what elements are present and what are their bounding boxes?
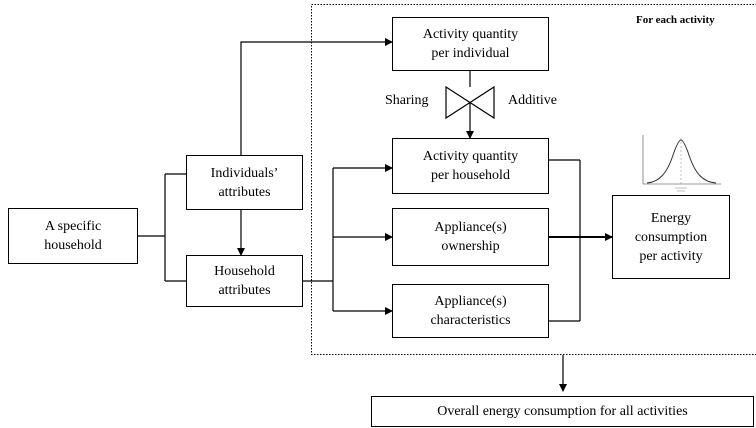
- node-aq-household-line1: Activity quantity: [422, 149, 519, 164]
- node-activity-quantity-per-household: Activity quantity per household: [392, 138, 549, 194]
- node-energy-line2: consumption: [634, 229, 708, 245]
- node-individuals-attributes: Individuals’ attributes: [186, 155, 303, 210]
- node-energy-consumption-per-activity: Energy consumption per activity: [612, 195, 730, 279]
- node-ownership-line1: Appliance(s): [434, 220, 507, 235]
- node-overall-line1: Overall energy consumption for all activ…: [437, 404, 688, 419]
- node-household-attributes-line1: Household: [214, 264, 275, 279]
- node-aq-individual-line1: Activity quantity: [422, 27, 519, 42]
- node-specific-household-line1: A specific: [44, 219, 102, 234]
- node-household-attributes: Household attributes: [186, 255, 303, 307]
- node-specific-household-line2: household: [44, 238, 102, 253]
- node-characteristics-line2: characteristics: [430, 313, 511, 328]
- normal-distribution-chart-icon: [642, 135, 721, 192]
- node-activity-quantity-per-individual: Activity quantity per individual: [392, 17, 549, 71]
- node-individuals-attributes-line2: attributes: [218, 184, 271, 200]
- node-appliance-characteristics: Appliance(s) characteristics: [392, 284, 549, 338]
- node-characteristics-line1: Appliance(s): [434, 294, 507, 309]
- node-aq-household-line2: per household: [431, 168, 510, 183]
- node-energy-line1: Energy: [650, 210, 692, 226]
- valve-label-additive: Additive: [508, 93, 557, 108]
- node-ownership-line2: ownership: [441, 239, 500, 254]
- node-specific-household: A specific household: [8, 208, 138, 264]
- arrow-individuals-to-aq-individual: [240, 38, 393, 155]
- node-individuals-attributes-line1: Individuals’: [210, 165, 279, 181]
- region-title: For each activity: [636, 14, 715, 26]
- node-energy-line3: per activity: [639, 248, 703, 264]
- node-overall-energy-consumption: Overall energy consumption for all activ…: [371, 396, 754, 427]
- valve-label-sharing: Sharing: [385, 93, 429, 108]
- node-appliance-ownership: Appliance(s) ownership: [392, 208, 549, 266]
- node-household-attributes-line2: attributes: [218, 283, 271, 298]
- node-aq-individual-line2: per individual: [431, 46, 510, 61]
